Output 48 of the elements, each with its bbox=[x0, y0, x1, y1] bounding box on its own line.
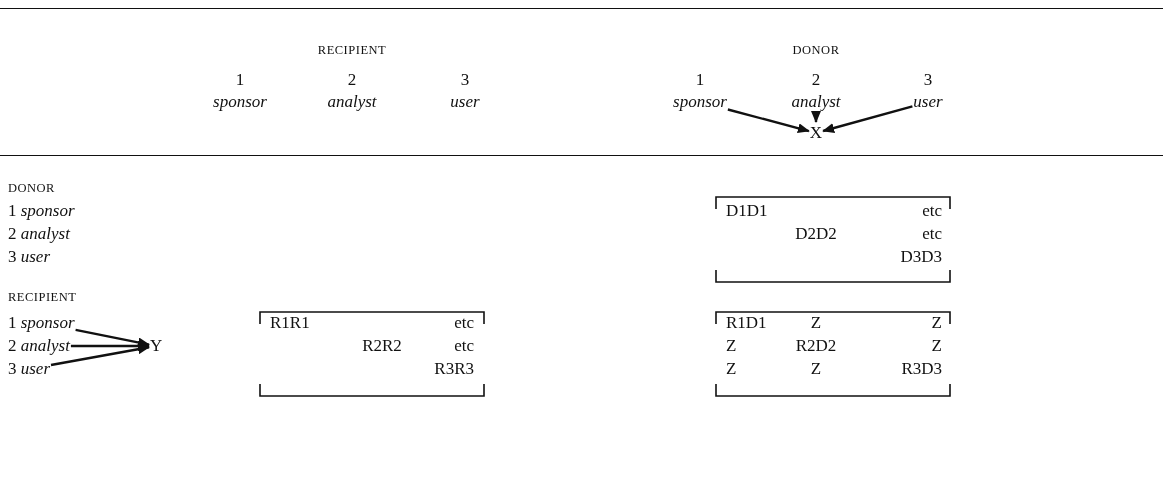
matrix-entry: R3D3 bbox=[901, 359, 942, 379]
matrix-entry: D2D2 bbox=[795, 224, 837, 244]
heading: DONOR bbox=[792, 42, 840, 59]
matrix-entry: Z bbox=[726, 359, 737, 379]
matrix-entry: 2 bbox=[347, 70, 357, 90]
node-label: analyst bbox=[791, 92, 841, 112]
heading: RECIPIENT bbox=[317, 42, 387, 59]
matrix-entry: D3D3 bbox=[900, 247, 942, 267]
node-label: user bbox=[913, 92, 943, 112]
matrix-entry: Z bbox=[726, 336, 737, 356]
arrow bbox=[727, 108, 810, 134]
role-label: user bbox=[450, 92, 480, 112]
role-label: sponsor bbox=[213, 92, 267, 112]
matrix-entry: Z bbox=[810, 313, 822, 333]
node-label: Y bbox=[150, 336, 163, 356]
role-label: 2 analyst bbox=[8, 224, 70, 244]
matrix-entry: R1R1 bbox=[270, 313, 310, 333]
role-label: 3 user bbox=[8, 247, 51, 267]
matrix-entry: 1 bbox=[235, 70, 245, 90]
matrix-entry: etc bbox=[922, 224, 942, 244]
arrow bbox=[811, 111, 821, 123]
matrix-entry: Z bbox=[810, 359, 822, 379]
matrix-entry: R2D2 bbox=[795, 336, 837, 356]
node-label: sponsor bbox=[673, 92, 727, 112]
matrix-entry: Z bbox=[931, 336, 942, 356]
matrix-entry: 3 bbox=[460, 70, 470, 90]
matrix-entry: 1 bbox=[695, 70, 705, 90]
matrix-entry: etc bbox=[922, 201, 942, 221]
matrix-entry: etc bbox=[454, 313, 474, 333]
matrix-entry: 2 bbox=[811, 70, 821, 90]
arrow bbox=[75, 328, 150, 348]
heading: RECIPIENT bbox=[8, 289, 77, 306]
matrix-entry: R3R3 bbox=[434, 359, 474, 379]
matrix-entry: 3 bbox=[923, 70, 933, 90]
matrix-entry: Z bbox=[931, 313, 942, 333]
node-label: 2 analyst bbox=[8, 336, 70, 356]
arrow bbox=[50, 344, 150, 367]
heading: DONOR bbox=[8, 180, 55, 197]
node-label: 3 user bbox=[8, 359, 51, 379]
matrix-entry: R1D1 bbox=[726, 313, 767, 333]
node-label: 1 sponsor bbox=[8, 313, 75, 333]
matrix-entry: etc bbox=[454, 336, 474, 356]
arrow bbox=[822, 105, 913, 133]
matrix-entry: R2R2 bbox=[362, 336, 402, 356]
role-label: analyst bbox=[327, 92, 377, 112]
matrix-entry: D1D1 bbox=[726, 201, 768, 221]
node-label: X bbox=[809, 123, 823, 143]
role-label: 1 sponsor bbox=[8, 201, 75, 221]
